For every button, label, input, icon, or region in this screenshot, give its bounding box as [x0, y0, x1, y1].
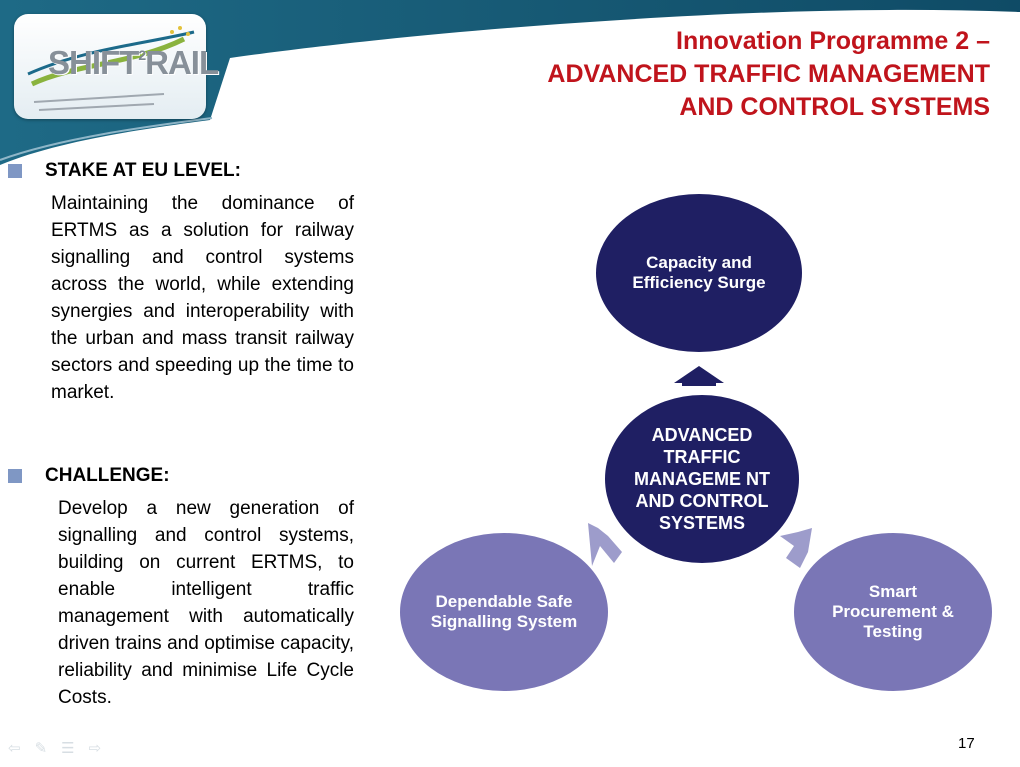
- logo-wordmark: SHIFT2RAIL: [48, 44, 219, 81]
- shift2rail-logo: SHIFT2RAIL: [14, 14, 219, 119]
- bullet-square-icon: [8, 164, 22, 178]
- node-left: [400, 533, 608, 691]
- bullet-square-icon: [8, 469, 22, 483]
- logo-graphic: [27, 26, 195, 111]
- node-right: [794, 533, 992, 691]
- arrow-right-icon[interactable]: ⇨: [88, 740, 102, 757]
- node-top-label: Capacity and Efficiency Surge: [632, 253, 766, 292]
- stake-text: Maintaining the dominance of ERTMS as a …: [51, 193, 354, 403]
- node-top: [596, 194, 802, 352]
- arrow-down-right-icon: [780, 528, 812, 568]
- title-line-2: ADVANCED TRAFFIC MANAGEMENT: [547, 60, 990, 88]
- arrow-up-icon: [674, 366, 724, 386]
- arrow-left-icon[interactable]: ⇦: [8, 740, 21, 757]
- node-right-label: Smart Procurement & Testing: [832, 582, 954, 641]
- challenge-text: Develop a new generation of signalling a…: [58, 498, 354, 708]
- title-line-3: AND CONTROL SYSTEMS: [679, 93, 990, 121]
- title-line-1: Innovation Programme 2 –: [676, 27, 990, 55]
- node-left-label: Dependable Safe Signalling System: [430, 592, 578, 631]
- node-center: [605, 395, 799, 563]
- page-number: 17: [958, 735, 975, 752]
- pen-icon[interactable]: ✎: [34, 740, 48, 757]
- menu-icon[interactable]: ☰: [61, 740, 75, 757]
- slide-title: Innovation Programme 2 – ADVANCED TRAFFI…: [430, 25, 990, 124]
- slide-nav: ⇦ ✎ ☰ ⇨: [8, 739, 101, 757]
- header-swoosh: [0, 0, 1020, 165]
- stake-heading: STAKE AT EU LEVEL:: [45, 160, 241, 181]
- arrow-down-left-icon: [588, 523, 622, 566]
- challenge-heading: CHALLENGE:: [45, 465, 170, 486]
- node-center-label: ADVANCED TRAFFIC MANAGEME NT AND CONTROL…: [634, 425, 770, 533]
